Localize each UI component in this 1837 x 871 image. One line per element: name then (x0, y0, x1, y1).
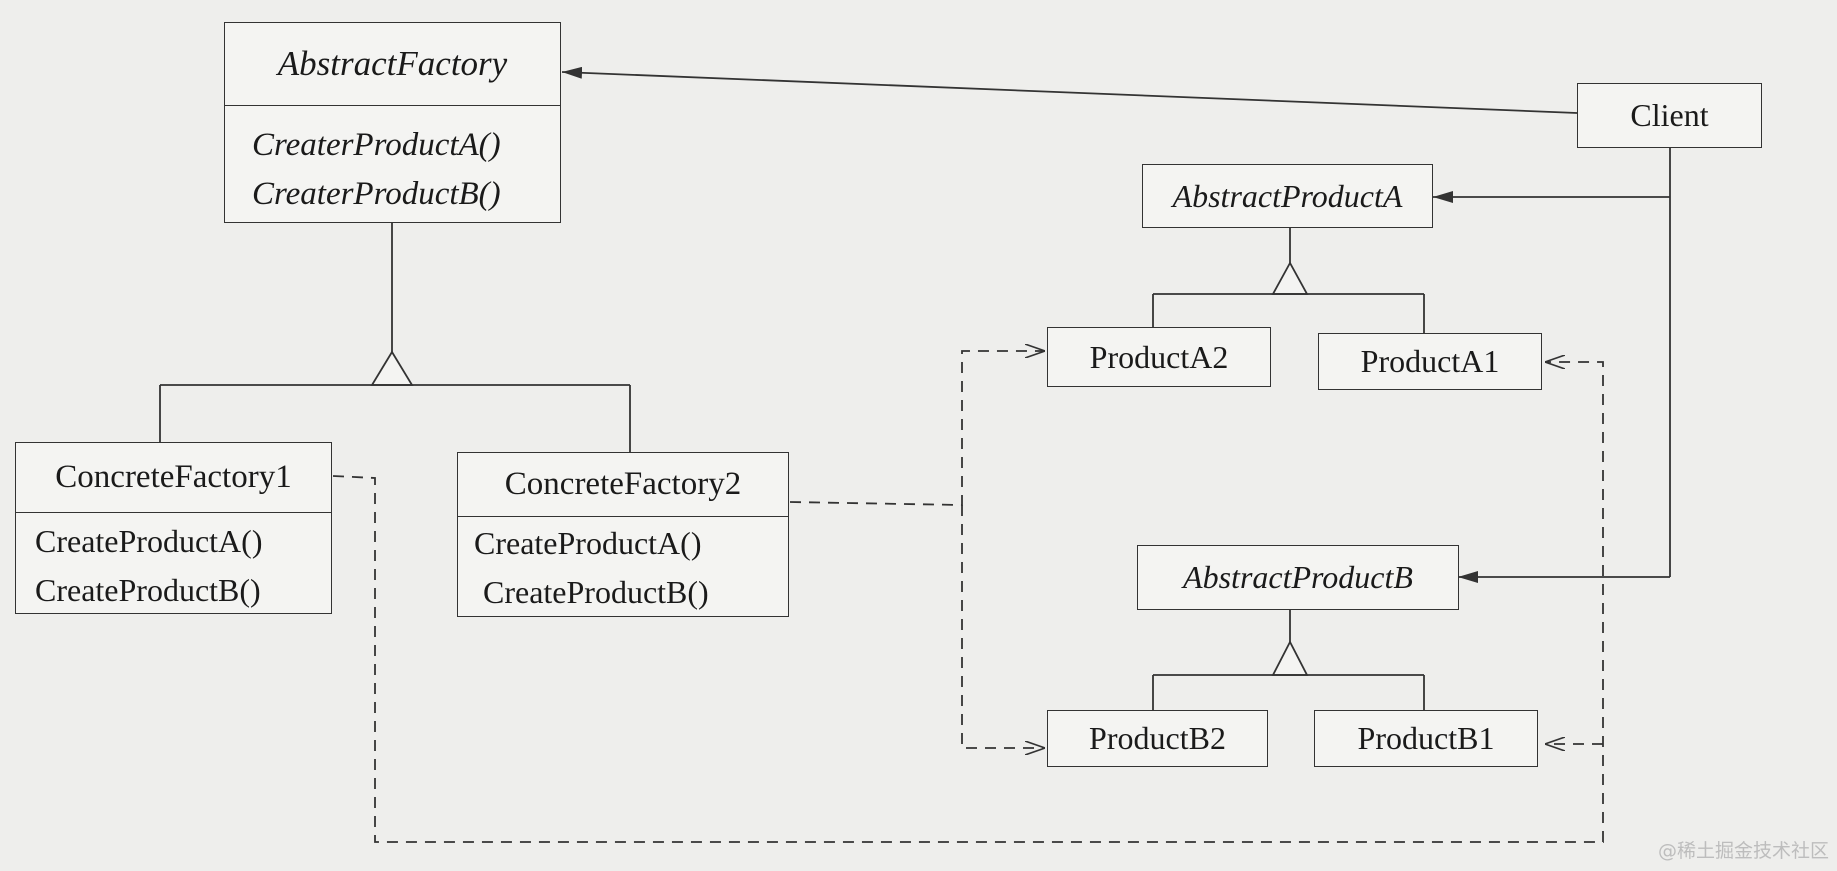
concrete-factory-1-operations: CreateProductA() CreateProductB() (16, 512, 331, 615)
product-a1-name: ProductA1 (1360, 343, 1500, 379)
concrete-factory-1-name: ConcreteFactory1 (55, 459, 292, 495)
abstract-factory-operation-b: CreaterProductB() (252, 176, 501, 212)
abstract-product-a-name: AbstractProductA (1172, 177, 1403, 214)
product-a1-class: ProductA1 (1318, 333, 1542, 390)
factory1-creates-dependencies (332, 362, 1604, 843)
concrete-factory-2-operation-a: CreateProductA() (474, 525, 702, 561)
client-to-abstract-factory-association (561, 66, 1578, 114)
watermark: @稀土掘金技术社区 (1657, 840, 1829, 862)
concrete-factory-2-class: ConcreteFactory2 CreateProductA() Create… (457, 452, 789, 617)
abstract-factory-class: AbstractFactory CreaterProductA() Create… (224, 22, 561, 223)
concrete-factory-1-operation-b: CreateProductB() (35, 572, 261, 608)
concrete-factory-1-class: ConcreteFactory1 CreateProductA() Create… (15, 442, 332, 614)
concrete-factory-1-operation-a: CreateProductA() (35, 523, 263, 559)
abstract-factory-operations: CreaterProductA() CreaterProductB() (225, 105, 560, 219)
abstract-product-b-name: AbstractProductB (1183, 559, 1413, 595)
abstract-product-b-class: AbstractProductB (1137, 545, 1459, 610)
product-a2-name: ProductA2 (1089, 338, 1229, 375)
concrete-factory-2-operations: CreateProductA() CreateProductB() (458, 516, 788, 617)
product-b-generalization (1152, 610, 1425, 710)
product-b1-name: ProductB1 (1357, 720, 1495, 756)
product-b1-class: ProductB1 (1314, 710, 1538, 767)
client-class: Client (1577, 83, 1762, 148)
product-a2-class: ProductA2 (1047, 327, 1271, 387)
abstract-product-a-class: AbstractProductA (1142, 164, 1433, 228)
abstract-factory-operation-a: CreaterProductA() (252, 127, 501, 163)
abstract-factory-name: AbstractFactory (277, 44, 508, 83)
product-b2-class: ProductB2 (1047, 710, 1268, 767)
factory2-creates-dependencies (789, 351, 1045, 748)
factory-generalization (159, 223, 631, 452)
concrete-factory-2-name: ConcreteFactory2 (504, 466, 742, 502)
product-b2-name: ProductB2 (1089, 720, 1226, 756)
client-name: Client (1630, 97, 1709, 133)
product-a-generalization (1152, 228, 1425, 333)
concrete-factory-2-operation-b: CreateProductB() (483, 574, 709, 610)
